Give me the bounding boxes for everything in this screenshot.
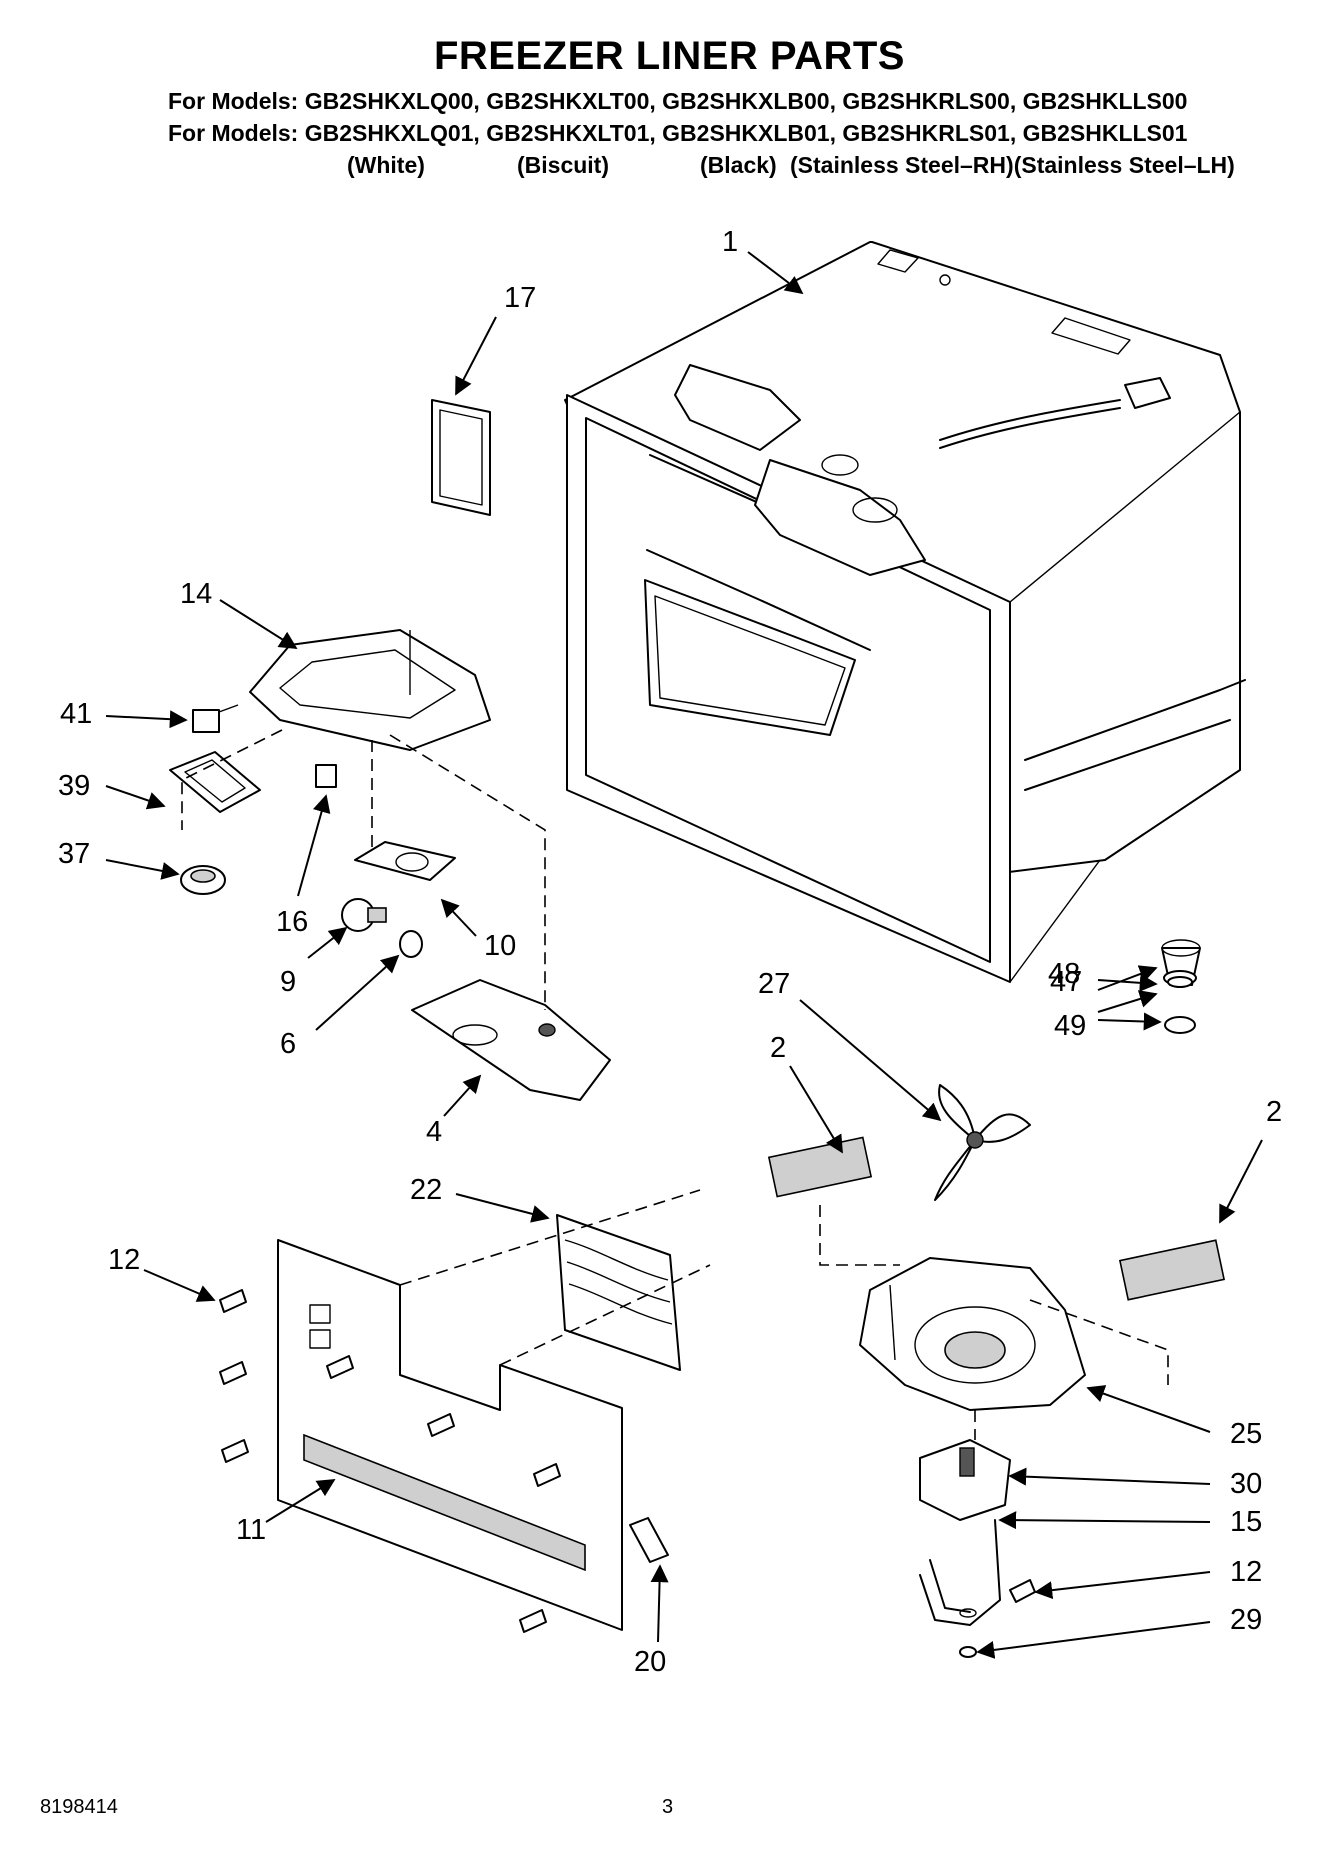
- callout-12-left: 12: [108, 1244, 141, 1276]
- color-black: (Black): [700, 152, 777, 178]
- footer-page-number: 3: [662, 1796, 674, 1818]
- pad-2-left: [767, 1136, 873, 1198]
- housing-39: [169, 751, 261, 813]
- callout-4: 4: [426, 1116, 443, 1148]
- callout-1: 1: [722, 226, 739, 258]
- strip-20: [629, 1517, 669, 1563]
- color-stainless: (Stainless Steel–RH)(Stainless Steel–LH): [790, 152, 1235, 178]
- bulb-9: [341, 898, 387, 932]
- color-white: (White): [347, 152, 425, 178]
- callout-48: 48: [1048, 958, 1081, 990]
- callout-20: 20: [634, 1646, 667, 1678]
- callout-14: 14: [180, 578, 213, 610]
- callout-25: 25: [1230, 1418, 1263, 1450]
- callout-37: 37: [58, 838, 91, 870]
- louver-22: [556, 1214, 681, 1371]
- callout-30: 30: [1230, 1468, 1263, 1500]
- nut-29: [959, 1646, 977, 1658]
- callout-10: 10: [484, 930, 517, 962]
- fan-shroud-25: [859, 1257, 1086, 1411]
- callout-27: 27: [758, 968, 791, 1000]
- callout-41: 41: [60, 698, 93, 730]
- callout-17: 17: [504, 282, 537, 314]
- page-title: FREEZER LINER PARTS: [433, 34, 905, 78]
- callout-9: 9: [280, 966, 297, 998]
- callout-29: 29: [1230, 1604, 1263, 1636]
- fan-blade-27: [934, 1084, 1031, 1201]
- callout-16: 16: [276, 906, 309, 938]
- callout-15: 15: [1230, 1506, 1263, 1538]
- callout-12-right: 12: [1230, 1556, 1263, 1588]
- screw-12-right: [1009, 1579, 1036, 1603]
- callout-2-right: 2: [1266, 1096, 1283, 1128]
- control-housing: [249, 629, 491, 751]
- switch-41: [192, 704, 239, 733]
- callout-49: 49: [1054, 1010, 1087, 1042]
- callout-2-left: 2: [770, 1032, 787, 1064]
- callout-11: 11: [236, 1514, 267, 1546]
- fitting-47-49: [1161, 939, 1201, 1034]
- filter-cartridge: [431, 399, 491, 516]
- pad-2-right: [1118, 1239, 1226, 1301]
- models-line-2: For Models: GB2SHKXLQ01, GB2SHKXLT01, GB…: [168, 120, 1188, 146]
- light-cover-10: [354, 841, 456, 881]
- bracket-15: [919, 1519, 1001, 1626]
- fan-motor-30: [919, 1439, 1011, 1521]
- tray-4: [411, 979, 611, 1101]
- color-biscuit: (Biscuit): [517, 152, 609, 178]
- socket-6: [399, 930, 423, 958]
- screws-12-left: [219, 1289, 561, 1633]
- evaporator-cover-11: [277, 1239, 623, 1631]
- footer-part-number: 8198414: [40, 1796, 118, 1818]
- callout-22: 22: [410, 1174, 443, 1206]
- switch-16: [315, 764, 337, 788]
- freezer-liner: [564, 241, 1246, 983]
- callout-39: 39: [58, 770, 91, 802]
- callout-6: 6: [280, 1028, 297, 1060]
- knob-37: [180, 865, 226, 895]
- callout-47: 47: [1050, 966, 1083, 998]
- callout-arrows: [105, 251, 1263, 1659]
- models-line-1: For Models: GB2SHKXLQ00, GB2SHKXLT00, GB…: [168, 88, 1188, 114]
